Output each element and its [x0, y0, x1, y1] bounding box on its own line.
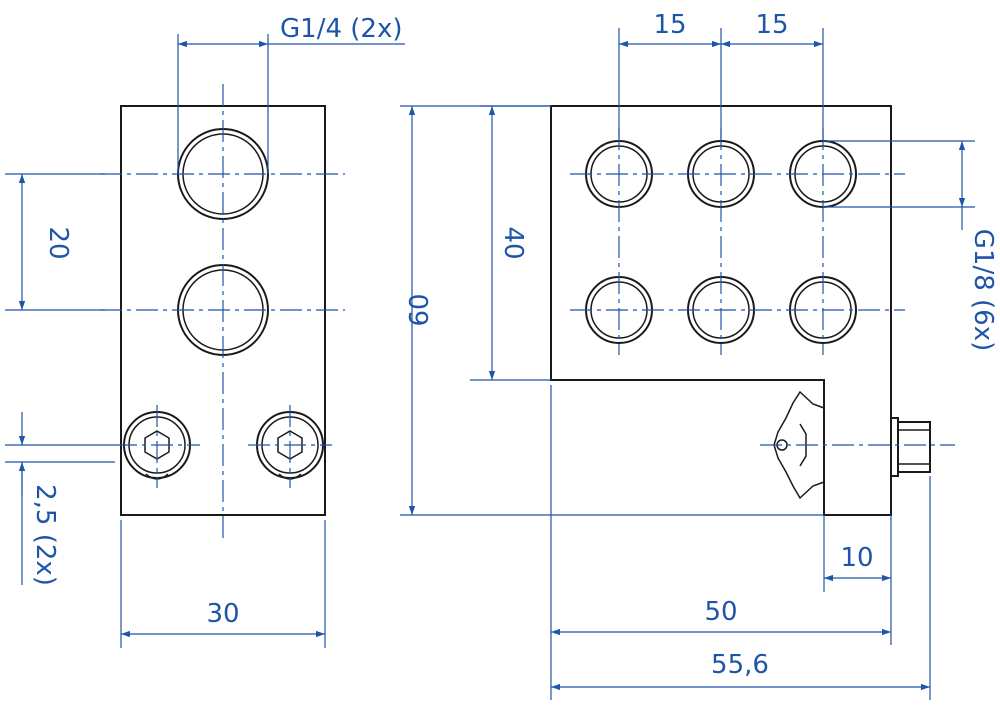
label-15-right: 15 — [755, 10, 788, 40]
label-15-left: 15 — [653, 10, 686, 40]
fitting — [890, 417, 931, 477]
label-30: 30 — [206, 599, 239, 629]
label-60: 60 — [405, 293, 435, 326]
label-2-5: 2,5 (2x) — [30, 484, 60, 586]
dim-55-6: 55,6 — [551, 476, 931, 700]
label-g18: G1/8 (6x) — [968, 229, 998, 351]
label-50: 50 — [704, 597, 737, 627]
label-20: 20 — [43, 226, 73, 259]
dim-40: 40 — [470, 105, 551, 381]
dim-2-5: 2,5 (2x) — [5, 412, 115, 586]
dim-20: 20 — [5, 173, 105, 311]
side-view: 15 15 G1/8 (6x) 40 60 — [400, 10, 998, 700]
label-55-6: 55,6 — [711, 650, 769, 680]
label-g14: G1/4 (2x) — [280, 14, 402, 44]
label-40: 40 — [498, 226, 528, 259]
label-10: 10 — [840, 543, 873, 573]
dim-10: 10 — [823, 515, 892, 592]
dim-g14: G1/4 (2x) — [177, 14, 405, 174]
dim-15-15: 15 15 — [618, 10, 824, 140]
front-view: G1/4 (2x) 20 2,5 (2x) 30 — [5, 14, 405, 648]
dim-30: 30 — [120, 520, 326, 648]
dim-60: 60 — [400, 105, 824, 516]
dim-50: 50 — [550, 385, 892, 700]
dim-g18: G1/8 (6x) — [823, 140, 998, 351]
